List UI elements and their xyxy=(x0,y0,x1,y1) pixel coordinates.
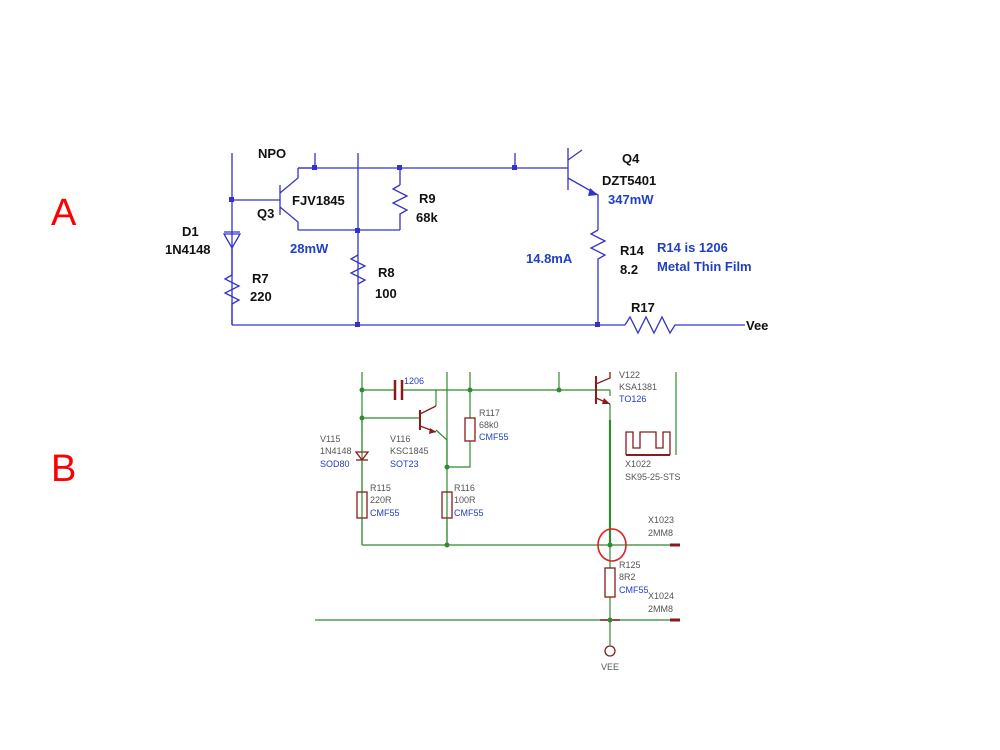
v116-emitter-arrow xyxy=(429,428,436,434)
x1023-ref: X1023 xyxy=(648,515,674,525)
r14-ref: R14 xyxy=(620,243,645,258)
net-vee-a: Vee xyxy=(746,318,768,333)
v116-pkg: SOT23 xyxy=(390,459,419,469)
q4-part: DZT5401 xyxy=(602,173,656,188)
r117-value: 68k0 xyxy=(479,420,499,430)
schematic-a-junctions xyxy=(229,165,600,327)
q4-power: 347mW xyxy=(608,192,654,207)
v122-part: KSA1381 xyxy=(619,382,657,392)
net-vee-b: VEE xyxy=(601,662,619,672)
r117-pkg: CMF55 xyxy=(479,432,509,442)
v115-ref: V115 xyxy=(320,434,340,444)
v122-ref: V122 xyxy=(619,370,640,380)
highlight-circle xyxy=(597,528,627,562)
v122-pkg: TO126 xyxy=(619,394,646,404)
schematic-a-wires xyxy=(223,148,745,335)
r125-pkg: CMF55 xyxy=(619,585,649,595)
panel-label-b: B xyxy=(51,448,77,490)
r8-ref: R8 xyxy=(378,265,395,280)
v116-ref: V116 xyxy=(390,434,410,444)
r9-ref: R9 xyxy=(419,191,436,206)
v115-part: 1N4148 xyxy=(320,446,352,456)
x1022-ref: X1022 xyxy=(625,459,651,469)
v115-pkg: SOD80 xyxy=(320,459,350,469)
r14-value: 8.2 xyxy=(620,262,638,277)
r14-note-line-2: Metal Thin Film xyxy=(657,259,752,274)
q3-part: FJV1845 xyxy=(292,193,345,208)
x1023-part: 2MM8 xyxy=(648,528,673,538)
v122-emitter-arrow xyxy=(602,398,610,404)
r116-value: 100R xyxy=(454,495,476,505)
r17-ref: R17 xyxy=(631,300,655,315)
r125-ref: R125 xyxy=(619,560,641,570)
r8-value: 100 xyxy=(375,286,397,301)
r14-note-line-1: R14 is 1206 xyxy=(657,240,728,255)
v116-part: KSC1845 xyxy=(390,446,429,456)
x1024-ref: X1024 xyxy=(648,591,674,601)
panel-label-a: A xyxy=(51,192,77,234)
resistor-bottom-leads xyxy=(361,518,448,545)
diode-d1-symbol xyxy=(222,231,242,268)
q4-emitter-arrow xyxy=(588,188,598,196)
d1-ref: D1 xyxy=(182,224,199,239)
r115-ref: R115 xyxy=(370,483,391,493)
q4-ref: Q4 xyxy=(622,151,640,166)
r125-value: 8R2 xyxy=(619,572,636,582)
r116-pkg: CMF55 xyxy=(454,508,484,518)
connector-stubs xyxy=(670,543,680,622)
cap-pkg: 1206 xyxy=(404,376,424,386)
partial-top-label: NPO xyxy=(258,146,286,161)
r14-current: 14.8mA xyxy=(526,251,573,266)
schematic-b-components xyxy=(354,372,671,657)
r117-ref: R117 xyxy=(479,408,500,418)
r115-pkg: CMF55 xyxy=(370,508,400,518)
r115-value: 220R xyxy=(370,495,392,505)
schematic-b-junctions xyxy=(359,387,613,623)
r116-ref: R116 xyxy=(454,483,475,493)
r9-value: 68k xyxy=(416,210,438,225)
x1022-part: SK95-25-STS xyxy=(625,472,681,482)
q3-power: 28mW xyxy=(290,241,329,256)
d1-part: 1N4148 xyxy=(165,242,211,257)
r7-value: 220 xyxy=(250,289,272,304)
r7-ref: R7 xyxy=(252,271,269,286)
q3-ref: Q3 xyxy=(257,206,274,221)
x1024-part: 2MM8 xyxy=(648,604,673,614)
